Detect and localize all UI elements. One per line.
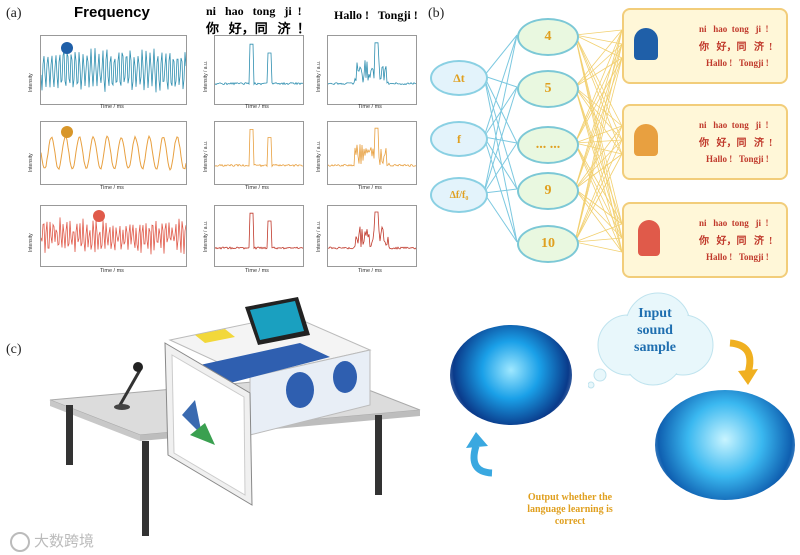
x-axis-label: Time / ms xyxy=(358,185,382,191)
y-axis-label: Intensity xyxy=(28,153,34,172)
output-german: Hallo ! Tongji ! xyxy=(706,154,769,164)
output-pinyin: ni hao tong ji ! xyxy=(699,24,769,34)
watermark: 大数跨境 xyxy=(10,530,94,552)
y-axis-label: Intensity / a.u. xyxy=(203,141,209,172)
hidden-node-5: 5 xyxy=(517,70,579,108)
hidden-node-10: 10 xyxy=(517,225,579,263)
phrase-pinyin-header: ni hao tong ji ! xyxy=(206,4,302,19)
y-axis-label: Intensity xyxy=(28,233,34,252)
phrase-german-header: Hallo ! Tongji ! xyxy=(334,8,418,23)
speaker-child-icon xyxy=(93,210,105,222)
hidden-node-ellipsis: ... ... xyxy=(517,126,579,164)
phrase-plot-3-1 xyxy=(214,205,304,267)
male-speaker-icon xyxy=(634,28,658,60)
curved-arrow-gold xyxy=(722,335,762,390)
hidden-node-4: 4 xyxy=(517,18,579,56)
watermark-logo-icon xyxy=(10,532,30,552)
phrase-plot-2-1 xyxy=(214,121,304,185)
frequency-plot-3 xyxy=(40,205,187,267)
speaker-male-icon xyxy=(61,42,73,54)
frequency-wave-3 xyxy=(41,206,186,266)
output-german: Hallo ! Tongji ! xyxy=(706,252,769,262)
x-axis-label: Time / ms xyxy=(100,104,124,110)
frequency-plot-1 xyxy=(40,35,187,105)
y-axis-label: Intensity / a.u. xyxy=(316,221,322,252)
input-node-dt: Δt xyxy=(430,60,488,96)
instrument-illustration xyxy=(30,295,430,545)
phrase-plot-1-2 xyxy=(327,35,417,105)
frequency-plot-2 xyxy=(40,121,187,185)
output-german: Hallo ! Tongji ! xyxy=(706,58,769,68)
output-box-child: ni hao tong ji ! 你 好，同 济 ! Hallo ! Tongj… xyxy=(622,202,788,278)
child-speaker-icon xyxy=(638,220,660,256)
x-axis-label: Time / ms xyxy=(245,104,269,110)
input-sound-sample-text: Input sound sample xyxy=(620,305,690,356)
speaker-female-icon xyxy=(61,126,73,138)
y-axis-label: Intensity / a.u. xyxy=(203,61,209,92)
x-axis-label: Time / ms xyxy=(100,268,124,274)
output-result-text: Output whether the language learning is … xyxy=(505,492,635,528)
y-axis-label: Intensity / a.u. xyxy=(316,141,322,172)
output-chinese: 你 好，同 济 ! xyxy=(699,134,772,149)
x-axis-label: Time / ms xyxy=(358,268,382,274)
neural-network-image-right xyxy=(655,390,795,500)
phrase-plot-3-2 xyxy=(327,205,417,267)
input-node-df: Δf/f₀ xyxy=(430,177,488,213)
y-axis-label: Intensity / a.u. xyxy=(203,221,209,252)
female-speaker-icon xyxy=(634,124,658,156)
phrase-plot-2-2 xyxy=(327,121,417,185)
watermark-text: 大数跨境 xyxy=(34,532,94,550)
x-axis-label: Time / ms xyxy=(100,185,124,191)
phrase-plot-1-1 xyxy=(214,35,304,105)
output-chinese: 你 好，同 济 ! xyxy=(699,38,772,53)
output-pinyin: ni hao tong ji ! xyxy=(699,218,769,228)
panel-label-c: (c) xyxy=(6,342,22,358)
output-chinese: 你 好，同 济 ! xyxy=(699,232,772,247)
output-box-female: ni hao tong ji ! 你 好，同 济 ! Hallo ! Tongj… xyxy=(622,104,788,180)
output-pinyin: ni hao tong ji ! xyxy=(699,120,769,130)
panel-label-a: (a) xyxy=(6,6,22,22)
output-box-male: ni hao tong ji ! 你 好，同 济 ! Hallo ! Tongj… xyxy=(622,8,788,84)
y-axis-label: Intensity xyxy=(28,73,34,92)
hidden-node-9: 9 xyxy=(517,172,579,210)
input-node-f: f xyxy=(430,121,488,157)
curved-arrow-blue xyxy=(462,428,502,483)
x-axis-label: Time / ms xyxy=(358,104,382,110)
y-axis-label: Intensity / a.u. xyxy=(316,61,322,92)
frequency-header: Frequency xyxy=(74,4,150,21)
x-axis-label: Time / ms xyxy=(245,185,269,191)
x-axis-label: Time / ms xyxy=(245,268,269,274)
brain-image-left xyxy=(450,325,572,425)
